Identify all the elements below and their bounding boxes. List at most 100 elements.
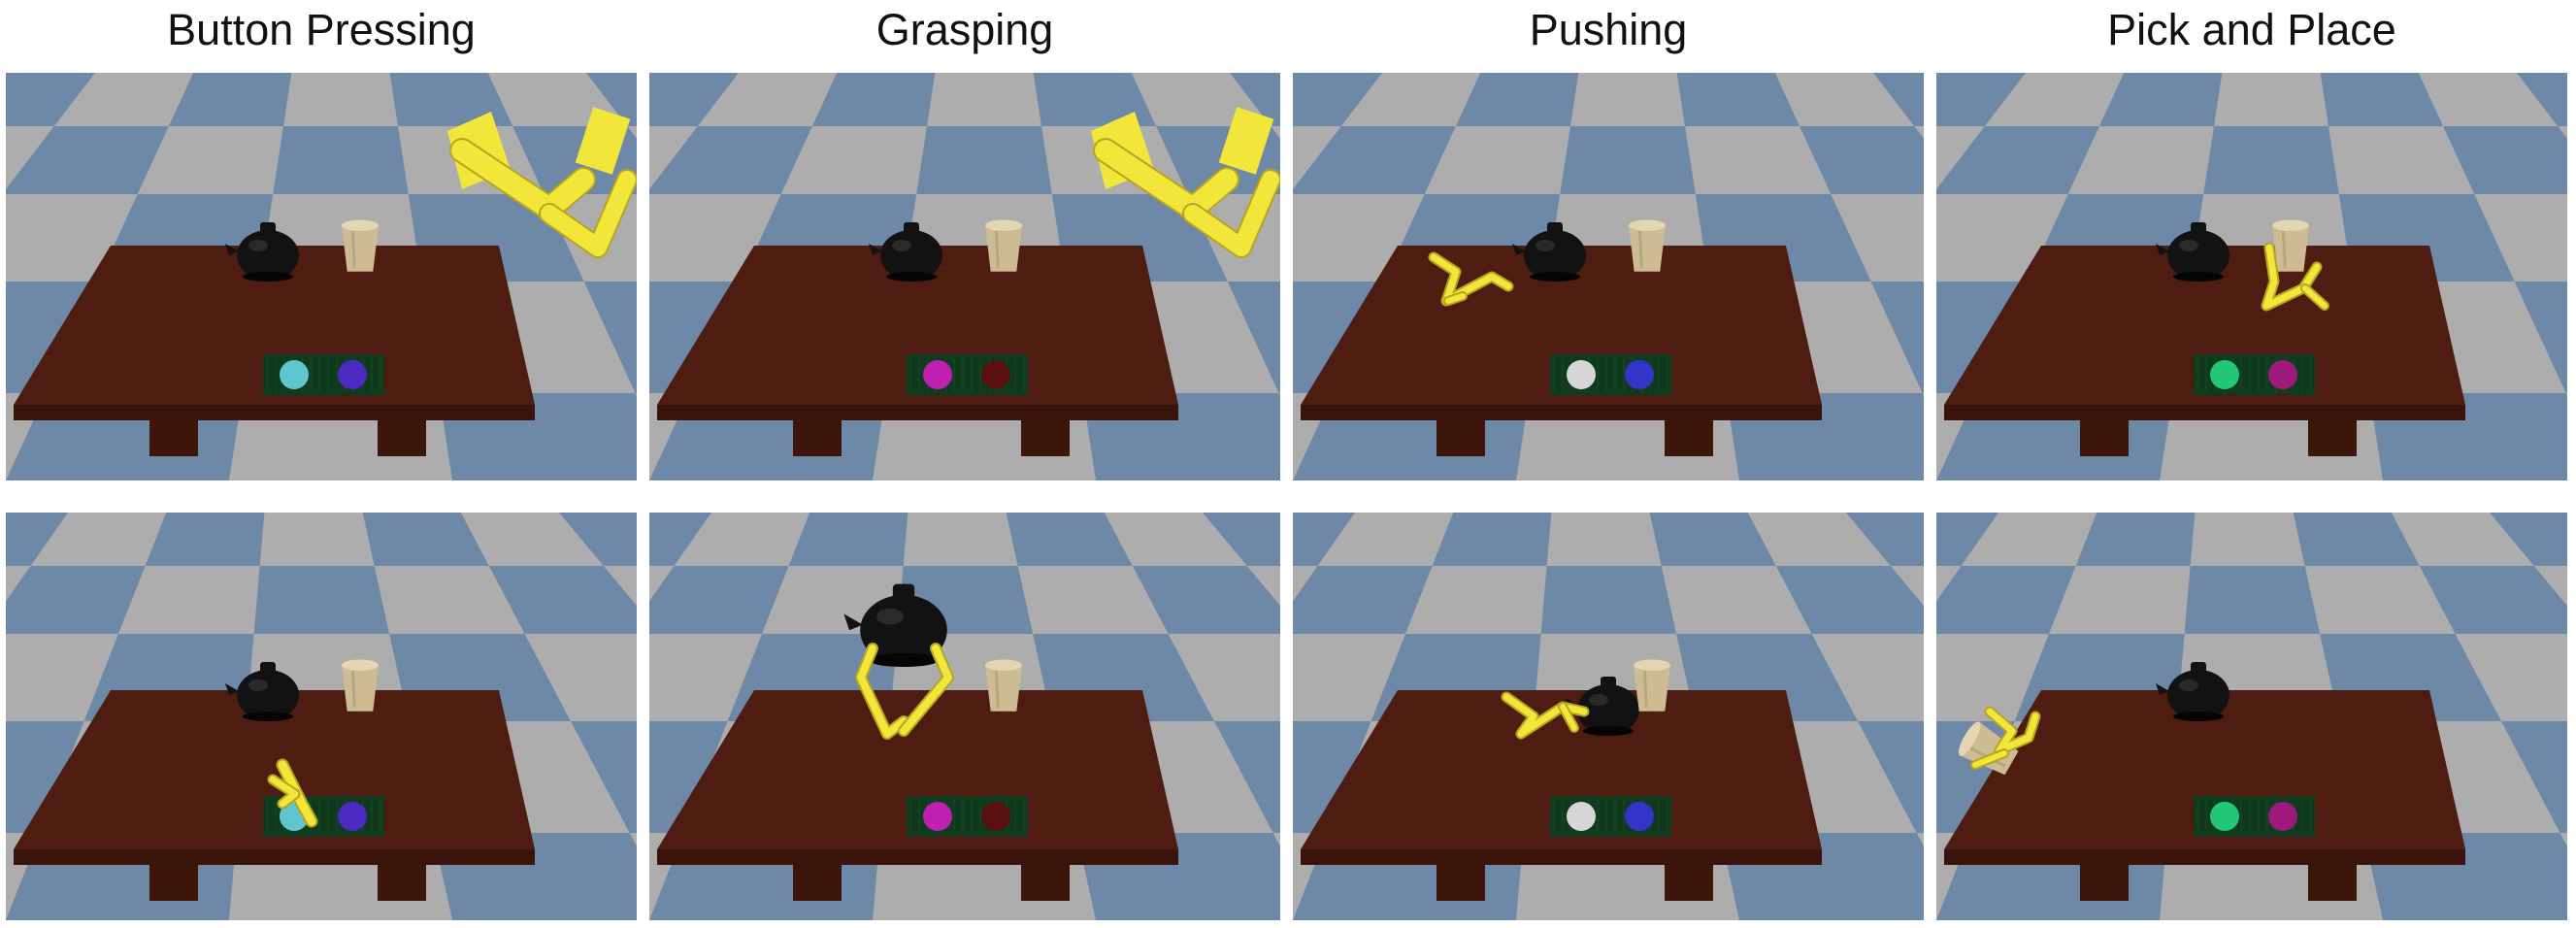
- kettle: [225, 662, 299, 721]
- kettle-spout: [225, 683, 239, 695]
- button-pad: [263, 796, 384, 837]
- cup-body: [342, 665, 379, 712]
- title-grasping: Grasping: [875, 5, 1054, 54]
- button-left: [280, 360, 309, 389]
- cup-body: [1629, 225, 1666, 272]
- robot-gripper: [855, 643, 954, 740]
- panel-pick-and-place-end: [1936, 513, 2567, 920]
- panel-pick-and-place-start: [1936, 73, 2567, 481]
- cup: [985, 659, 1022, 712]
- kettle-highlight: [876, 608, 904, 625]
- kettle-handle: [904, 222, 919, 236]
- gripper-finger: [541, 171, 636, 256]
- kettle-handle: [1547, 222, 1563, 236]
- table-leg: [1021, 862, 1070, 901]
- cup-rim: [342, 659, 379, 671]
- button-right: [981, 360, 1010, 389]
- scene: [1936, 73, 2567, 481]
- kettle-highlight: [1536, 240, 1555, 251]
- gripper-finger: [900, 645, 952, 735]
- button-pad: [2194, 796, 2315, 837]
- kettle-highlight: [248, 240, 268, 251]
- cup: [1629, 219, 1666, 272]
- button-pad: [263, 354, 384, 395]
- gripper-finger: [1503, 693, 1588, 738]
- button-right: [1625, 360, 1654, 389]
- kettle-spout: [2156, 244, 2169, 255]
- table-leg: [2308, 417, 2357, 456]
- kettle-spout: [1512, 244, 1526, 255]
- kettle-base: [243, 272, 293, 282]
- kettle-base: [2173, 712, 2224, 721]
- robot-gripper: [267, 758, 318, 828]
- table-edge: [14, 849, 535, 865]
- cup-rim: [985, 219, 1022, 231]
- robot-gripper: [447, 107, 637, 258]
- table: [1301, 690, 1822, 901]
- gripper-finger: [2302, 285, 2328, 309]
- table-leg: [793, 417, 842, 456]
- button-right: [981, 802, 1010, 831]
- table-leg: [1665, 417, 1713, 456]
- gripper-wrist: [575, 107, 631, 175]
- button-left: [923, 802, 952, 831]
- kettle-highlight: [892, 240, 911, 251]
- kettle-spout: [225, 244, 239, 255]
- button-left: [1567, 802, 1596, 831]
- table-leg: [2080, 862, 2129, 901]
- cup: [1634, 659, 1670, 712]
- scene: [6, 513, 637, 920]
- gripper-finger: [1972, 750, 2007, 768]
- title-button-pressing: Button Pressing: [167, 5, 476, 54]
- button-right: [2268, 802, 2297, 831]
- robot-gripper: [1428, 251, 1514, 307]
- kettle: [869, 222, 942, 282]
- gripper-finger: [857, 645, 908, 738]
- gripper-finger: [1184, 171, 1279, 256]
- table-leg: [2308, 862, 2357, 901]
- table-leg: [793, 862, 842, 901]
- kettle-handle: [2191, 222, 2206, 236]
- title-pick-and-place: Pick and Place: [2107, 5, 2396, 54]
- table-edge: [1944, 405, 2465, 420]
- cup-rim: [2272, 219, 2309, 231]
- scene: [649, 73, 1280, 481]
- table-leg: [2080, 417, 2129, 456]
- kettle: [2156, 222, 2229, 282]
- scene: [1293, 73, 1924, 481]
- robot-gripper: [1970, 706, 2041, 770]
- kettle-base: [868, 653, 940, 667]
- panel-button-pressing-end: [6, 513, 637, 920]
- title-pushing: Pushing: [1529, 5, 1688, 54]
- button-right: [2268, 360, 2297, 389]
- gripper-finger: [278, 760, 316, 826]
- table-leg: [149, 417, 198, 456]
- cup-body: [985, 665, 1022, 712]
- button-pad: [1550, 796, 1671, 837]
- button-pad: [2194, 354, 2315, 395]
- table-edge: [1301, 405, 1822, 420]
- cup-rim: [985, 659, 1022, 671]
- table-top: [1944, 246, 2465, 405]
- kettle-highlight: [1589, 694, 1608, 706]
- panel-button-pressing-start: [6, 73, 637, 481]
- kettle-base: [886, 272, 937, 282]
- kettle-highlight: [2179, 240, 2198, 251]
- cup: [342, 659, 379, 712]
- panel-grasping-start: [649, 73, 1280, 481]
- table-leg: [1665, 862, 1713, 901]
- button-right: [338, 802, 367, 831]
- button-pad: [1550, 354, 1671, 395]
- kettle: [2156, 662, 2229, 721]
- cup-rim: [1634, 659, 1670, 671]
- table-leg: [1437, 862, 1485, 901]
- table: [657, 246, 1178, 456]
- button-left: [2210, 802, 2239, 831]
- kettle-spout: [2156, 683, 2169, 695]
- table-top: [1944, 690, 2465, 849]
- kettle-spout: [843, 613, 863, 631]
- table-leg: [1021, 417, 1070, 456]
- table-top: [1301, 690, 1822, 849]
- table-edge: [657, 849, 1178, 865]
- scene: [1936, 513, 2567, 920]
